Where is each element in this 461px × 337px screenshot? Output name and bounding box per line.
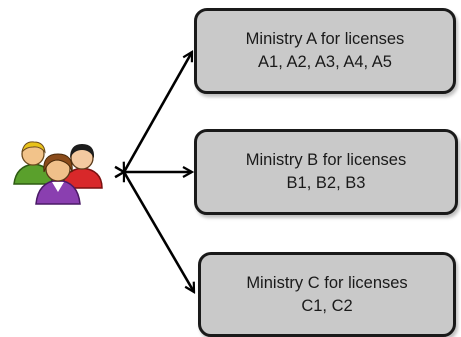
- arrow-to-ministry-a: [124, 52, 194, 172]
- person-right-icon: [61, 144, 103, 189]
- ministry-c-licenses: C1, C2: [301, 296, 353, 315]
- ministry-a-licenses: A1, A2, A3, A4, A5: [258, 53, 392, 71]
- ministry-a-title: Ministry A for licenses: [245, 30, 405, 48]
- ministry-b-title: Ministry B for licenses: [245, 151, 407, 169]
- ministry-a-box: Ministry A for licenses A1, A2, A3, A4, …: [194, 8, 456, 94]
- people-group-icon: [13, 141, 103, 205]
- ministry-b-box: Ministry B for licenses B1, B2, B3: [194, 129, 458, 215]
- ministry-c-title: Ministry C for licenses: [246, 273, 408, 292]
- ministry-b-licenses: B1, B2, B3: [286, 174, 366, 192]
- ministry-c-box: Ministry C for licenses C1, C2: [198, 252, 456, 337]
- person-front-icon: [35, 153, 81, 205]
- arrow-to-ministry-c: [124, 172, 194, 292]
